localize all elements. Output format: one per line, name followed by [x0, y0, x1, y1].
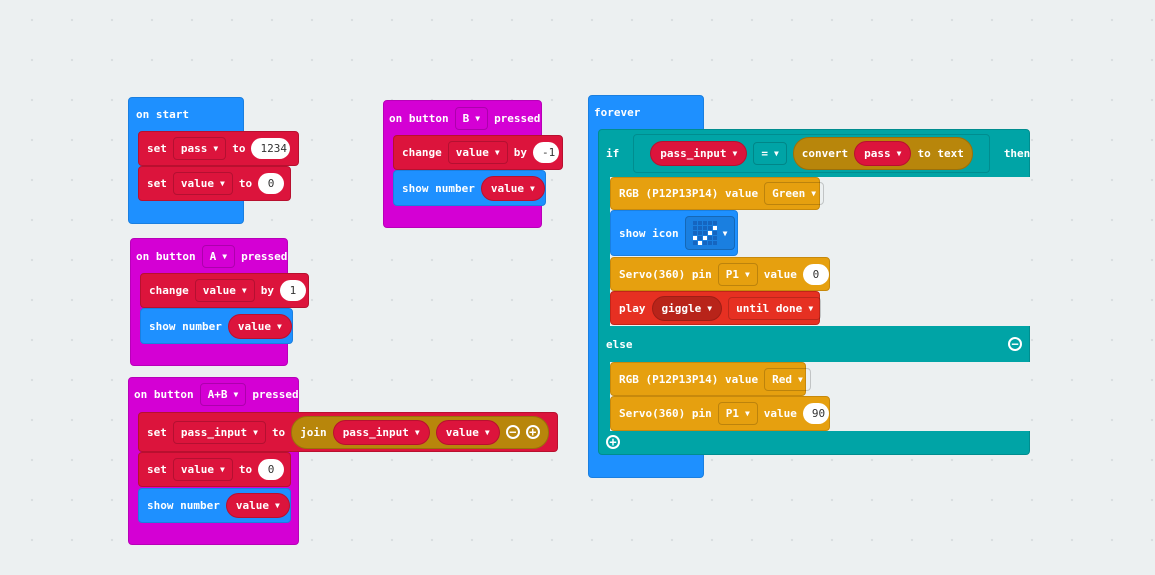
convert-to-text-block[interactable]: convert pass▼ to text	[792, 136, 973, 170]
number-input[interactable]: 0	[258, 173, 285, 194]
set-label: set	[147, 425, 167, 439]
to-label: to	[271, 425, 286, 439]
pass-input-reporter[interactable]: pass_input▼	[332, 419, 430, 445]
caret-down-icon: ▼	[276, 321, 282, 331]
forever-label: forever	[594, 105, 641, 119]
set-pass-block[interactable]: set pass▼ to 1234	[138, 131, 299, 166]
variable-reporter[interactable]: value▼	[227, 313, 292, 339]
number-input[interactable]: 90	[802, 403, 829, 424]
to-label: to	[238, 177, 253, 190]
on-button-label: on button	[136, 249, 196, 263]
button-dropdown[interactable]: A▼	[201, 244, 236, 268]
pressed-label: pressed	[252, 387, 299, 401]
show-number-label: show number	[147, 499, 220, 512]
number-input[interactable]: 1234	[251, 138, 290, 159]
variable-dropdown[interactable]: value▼	[194, 279, 255, 302]
color-dropdown[interactable]: Green▼	[764, 182, 825, 205]
change-label: change	[149, 284, 189, 297]
set-value-block[interactable]: set value▼ to 0	[138, 452, 291, 487]
show-number-block[interactable]: show number value▼	[138, 488, 291, 523]
variable-dropdown[interactable]: pass_input▼	[172, 420, 266, 444]
button-dropdown[interactable]: B▼	[454, 106, 489, 130]
then-label: then	[1003, 146, 1031, 160]
show-number-block[interactable]: show number value▼	[393, 170, 546, 206]
variable-dropdown[interactable]: pass▼	[172, 137, 227, 160]
number-input[interactable]: 1	[279, 280, 306, 301]
pass-input-reporter[interactable]: pass_input▼	[650, 140, 748, 166]
change-label: change	[402, 146, 442, 159]
icon-dropdown[interactable]: ▼	[684, 216, 736, 250]
show-number-label: show number	[402, 181, 475, 195]
pin-dropdown[interactable]: P1▼	[717, 402, 758, 425]
change-block[interactable]: change value▼ by 1	[140, 273, 309, 308]
show-number-block[interactable]: show number value▼	[140, 308, 293, 344]
sound-dropdown[interactable]: giggle▼	[651, 295, 723, 321]
caret-down-icon: ▼	[241, 286, 247, 295]
servo-block[interactable]: Servo(360) pin P1▼ value 90	[610, 396, 830, 431]
button-dropdown[interactable]: A+B▼	[199, 382, 247, 406]
pin-dropdown[interactable]: P1▼	[717, 262, 758, 286]
number-input[interactable]: 0	[802, 263, 829, 285]
on-button-label: on button	[134, 387, 194, 401]
set-value-block[interactable]: set value▼ to 0	[138, 166, 291, 201]
set-label: set	[147, 177, 167, 190]
caret-down-icon: ▼	[233, 389, 239, 399]
pressed-label: pressed	[241, 249, 288, 263]
pressed-label: pressed	[494, 111, 541, 125]
variable-reporter[interactable]: value▼	[225, 493, 290, 518]
rgb-block[interactable]: RGB (P12P13P14) value Green▼	[610, 177, 825, 210]
add-else-if-icon[interactable]: +	[606, 435, 620, 449]
on-button-label: on button	[389, 111, 449, 125]
number-input[interactable]: -1	[532, 142, 559, 163]
set-pass-input-block[interactable]: set pass_input▼ to join pass_input▼ valu…	[138, 412, 558, 452]
show-icon-block[interactable]: show icon ▼	[610, 210, 738, 256]
variable-dropdown[interactable]: value▼	[447, 141, 508, 164]
mode-dropdown[interactable]: until done▼	[728, 296, 822, 320]
caret-down-icon: ▼	[222, 251, 228, 261]
color-dropdown[interactable]: Red▼	[764, 367, 811, 391]
remove-else-icon[interactable]: −	[1008, 337, 1022, 351]
to-label: to	[232, 142, 246, 155]
caret-down-icon: ▼	[213, 144, 219, 153]
on-start-label: on start	[136, 107, 189, 121]
play-sound-block[interactable]: play giggle▼ until done▼	[610, 291, 822, 325]
set-label: set	[147, 142, 167, 155]
to-label: to	[238, 463, 253, 476]
operator-dropdown[interactable]: =▼	[753, 141, 787, 165]
rgb-block[interactable]: RGB (P12P13P14) value Red▼	[610, 362, 811, 396]
else-label: else	[606, 337, 633, 351]
if-label: if	[606, 146, 620, 160]
comparison-block[interactable]: pass_input▼ =▼ convert pass▼ to text	[633, 133, 990, 173]
by-label: by	[260, 284, 274, 297]
set-label: set	[147, 463, 167, 476]
servo-block[interactable]: Servo(360) pin P1▼ value 0	[610, 257, 830, 291]
variable-dropdown[interactable]: value▼	[172, 458, 233, 481]
variable-reporter[interactable]: value▼	[480, 175, 545, 201]
caret-down-icon: ▼	[220, 179, 225, 188]
show-number-label: show number	[149, 319, 222, 333]
by-label: by	[513, 146, 527, 159]
caret-down-icon: ▼	[253, 427, 258, 437]
plus-icon[interactable]: +	[525, 425, 540, 439]
icon-grid	[692, 221, 717, 245]
pass-reporter[interactable]: pass▼	[854, 140, 912, 166]
number-input[interactable]: 0	[258, 459, 285, 480]
join-label: join	[300, 425, 327, 439]
minus-icon[interactable]: −	[505, 425, 520, 439]
join-block[interactable]: join pass_input▼ value▼ −+	[291, 415, 549, 449]
change-block[interactable]: change value▼ by -1	[393, 135, 563, 170]
variable-dropdown[interactable]: value▼	[172, 172, 233, 195]
value-reporter[interactable]: value▼	[435, 419, 500, 445]
